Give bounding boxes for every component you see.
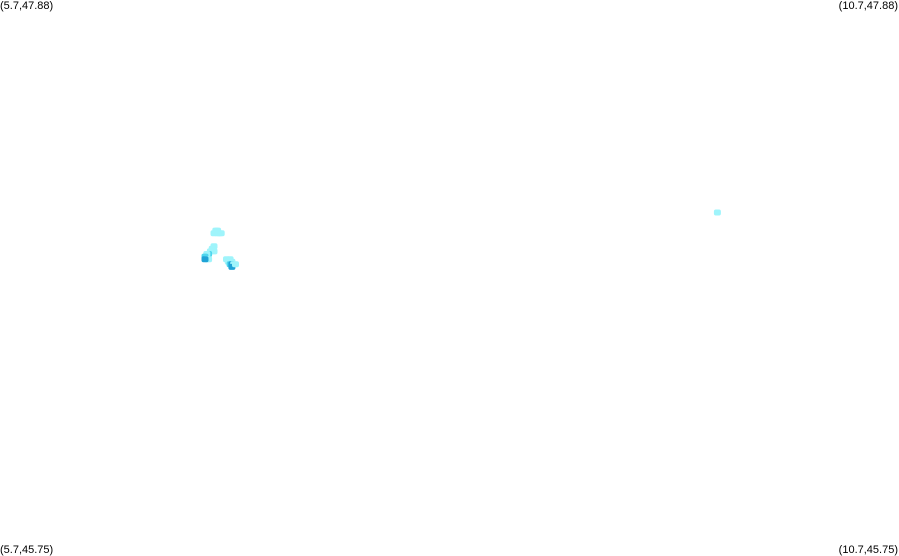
data-cells [201, 209, 721, 270]
corner-label-bottom-left: (5.7,45.75) [0, 544, 54, 556]
corner-label-top-left: (5.7,47.88) [0, 0, 54, 12]
cluster-east [713, 209, 721, 216]
cluster-south-west [223, 256, 239, 270]
corner-label-bottom-right: (10.7,45.75) [838, 544, 898, 556]
map-cell [713, 209, 721, 216]
map-cell [201, 256, 209, 263]
map-cell [232, 261, 239, 268]
corner-label-top-right: (10.7,47.88) [838, 0, 898, 12]
cluster-west [201, 243, 218, 263]
cluster-north-west [210, 227, 225, 237]
map-cell [217, 230, 225, 237]
